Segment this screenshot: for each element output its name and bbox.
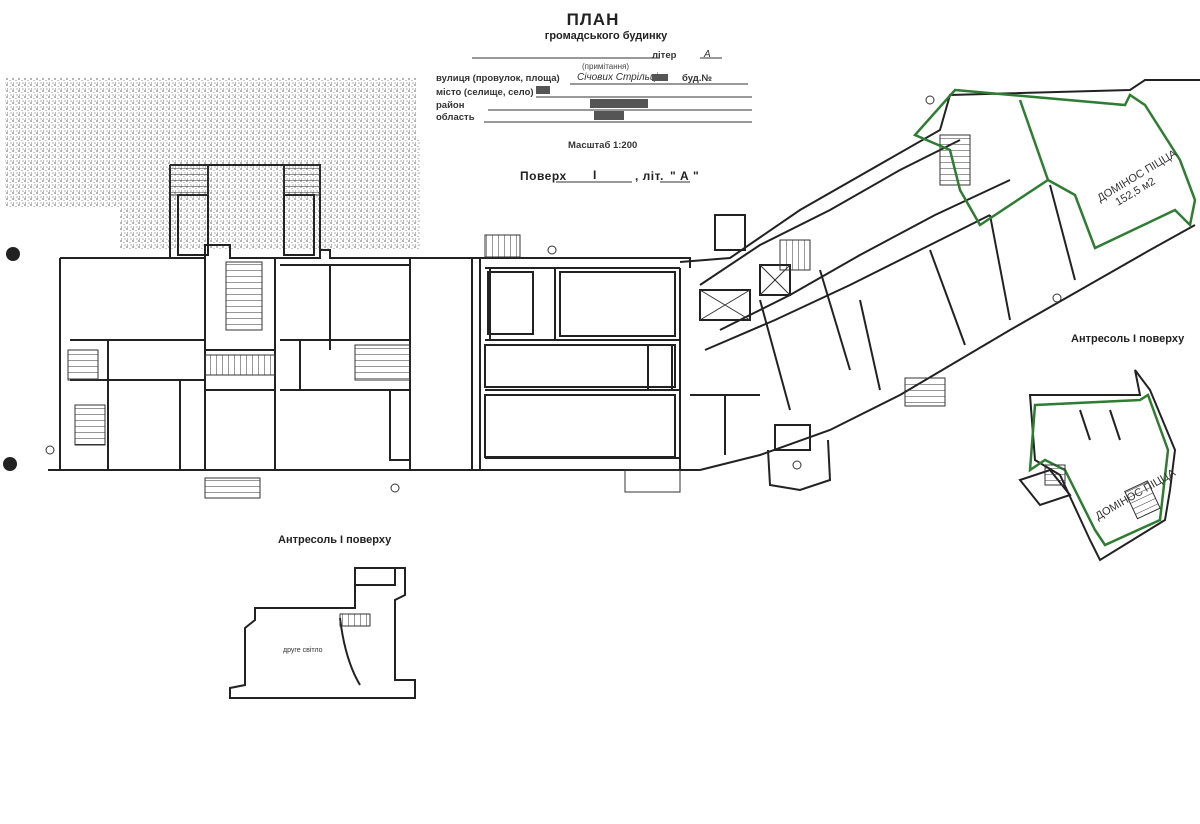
dimension-marks (45, 95, 1062, 493)
right-wing-walls (679, 79, 1200, 471)
right-stairs (779, 134, 971, 407)
tenant-outline-main (912, 88, 1197, 250)
street-label: вулиця (провулок, площа) (436, 73, 560, 84)
plan-title: ПЛАН (566, 10, 620, 29)
scale-label: Масштаб 1:200 (568, 140, 638, 151)
city-label: місто (селище, село) (436, 87, 534, 98)
region-label: область (436, 112, 475, 123)
building-label: буд.№ (682, 73, 713, 84)
right-wing-bottom-bay (767, 424, 832, 492)
redacted-values (536, 74, 668, 120)
street-value: Січових Стрільців (577, 72, 664, 83)
mezzanine-bottom-label: Антресоль I поверху (278, 534, 392, 546)
floor-label: Поверх (520, 169, 567, 183)
photocopy-smudge (5, 78, 420, 250)
binder-hole-bottom (3, 457, 17, 471)
note-label: (примітання) (582, 62, 630, 71)
mezzanine-right-outline (1028, 393, 1170, 547)
mezzanine-bottom-walls (229, 567, 416, 699)
binder-hole-top (6, 247, 20, 261)
floor-number: I (593, 168, 597, 182)
mezzanine-bottom-room-note: друге світло (283, 646, 323, 654)
district-label: район (436, 100, 465, 111)
mezzanine-right-label: Антресоль I поверху (1071, 333, 1185, 345)
liter-value: А (704, 49, 711, 60)
left-stairs (67, 164, 681, 499)
floor-liter-label: , літ. (635, 169, 664, 183)
header-form-lines (472, 57, 752, 183)
plan-subtitle: громадського будинку (544, 30, 668, 42)
vent-shafts (699, 264, 791, 321)
liter-label: літер (652, 50, 677, 61)
floor-liter-value: " А " (670, 169, 700, 183)
